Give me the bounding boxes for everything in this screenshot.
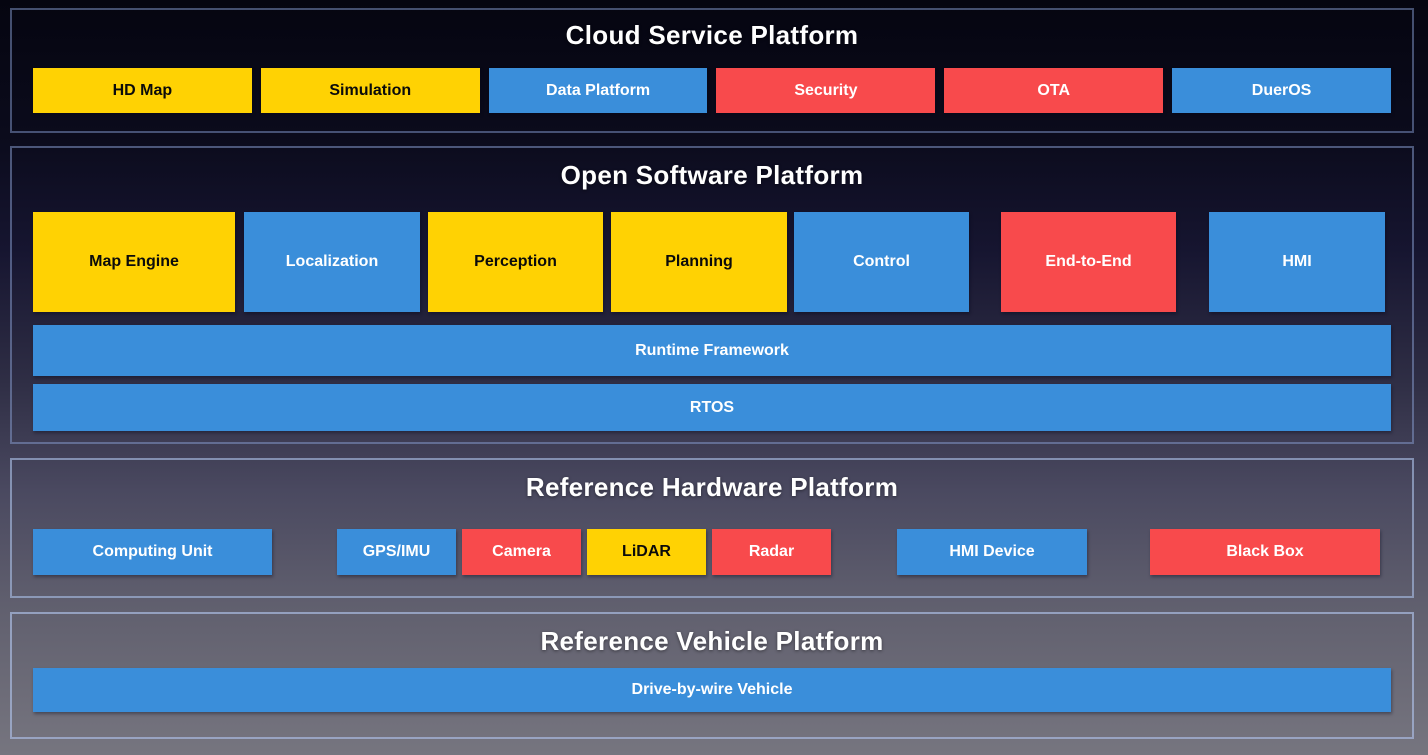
gps-imu-box: GPS/IMU [337, 529, 456, 575]
radar-box: Radar [712, 529, 831, 575]
cloud-service-platform-section: Cloud Service Platform HD Map Simulation… [10, 8, 1414, 133]
open-software-platform-title: Open Software Platform [560, 160, 864, 190]
ota-box: OTA [944, 68, 1164, 113]
black-box-box: Black Box [1150, 529, 1380, 575]
lidar-box: LiDAR [587, 529, 706, 575]
control-box: Control [794, 212, 969, 312]
open-software-platform-section: Open Software Platform Map Engine Locali… [10, 146, 1414, 444]
localization-box: Localization [244, 212, 420, 312]
reference-vehicle-platform-section: Reference Vehicle Platform Drive-by-wire… [10, 612, 1414, 739]
dueros-box: DuerOS [1172, 68, 1391, 113]
reference-hardware-platform-title: Reference Hardware Platform [525, 472, 899, 502]
end-to-end-box: End-to-End [1001, 212, 1176, 312]
runtime-framework-bar: Runtime Framework [33, 325, 1391, 376]
data-platform-box: Data Platform [488, 68, 708, 113]
reference-vehicle-platform-title: Reference Vehicle Platform [540, 626, 884, 656]
cloud-service-platform-title: Cloud Service Platform [565, 20, 859, 50]
perception-box: Perception [428, 212, 603, 312]
computing-unit-box: Computing Unit [33, 529, 272, 575]
drive-by-wire-vehicle-bar: Drive-by-wire Vehicle [33, 668, 1391, 712]
hd-map-box: HD Map [33, 68, 252, 113]
hmi-box: HMI [1209, 212, 1385, 312]
reference-hardware-platform-section: Reference Hardware Platform Computing Un… [10, 458, 1414, 598]
hardware-items-row: Computing Unit GPS/IMU Camera LiDAR Rada… [33, 529, 1391, 575]
camera-box: Camera [462, 529, 581, 575]
rtos-bar: RTOS [33, 384, 1391, 431]
hmi-device-box: HMI Device [897, 529, 1087, 575]
planning-box: Planning [611, 212, 787, 312]
map-engine-box: Map Engine [33, 212, 235, 312]
security-box: Security [716, 68, 936, 113]
simulation-box: Simulation [260, 68, 480, 113]
software-modules-row: Map Engine Localization Perception Plann… [33, 212, 1391, 312]
cloud-services-row: HD Map Simulation Data Platform Security… [33, 68, 1391, 113]
